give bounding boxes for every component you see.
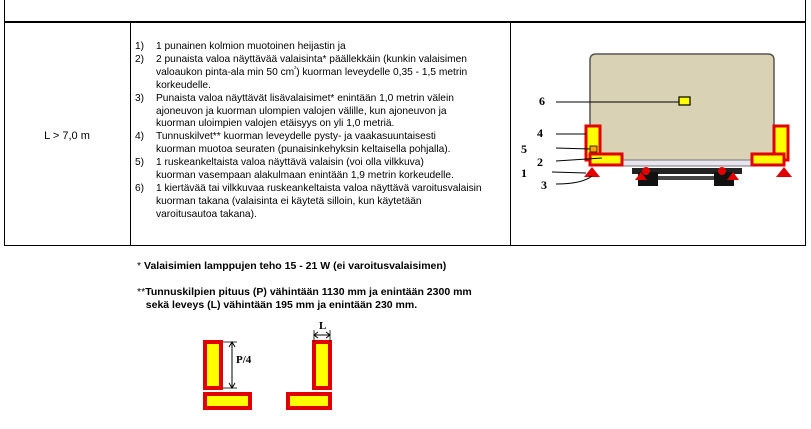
lamp-power-note: * Valaisimien lamppujen teho 15 - 21 W (…: [137, 260, 447, 272]
red-lamp-1: [642, 167, 650, 175]
plate-right-horizontal: [750, 152, 786, 167]
red-lamp-4: [727, 172, 739, 180]
load-outline: [589, 53, 775, 163]
red-lamp-2: [718, 167, 726, 175]
callout-4: 4: [537, 126, 543, 140]
l-width-label: L: [319, 320, 327, 332]
reflector-right: [776, 167, 792, 177]
vehicle-rear-diagram: [551, 53, 792, 186]
plate-left-horizontal: [588, 152, 624, 167]
list-item: 6) 1 kiertävää tai vilkkuvaa ruskeankelt…: [135, 182, 482, 220]
plate-dimension-diagram: [203, 330, 332, 410]
callout-2: 2: [537, 155, 543, 169]
callout-5: 5: [521, 142, 527, 156]
plate-size-note: **Tunnuskilpien pituus (P) vähintään 113…: [137, 286, 472, 311]
plate-vertical-a: [203, 340, 223, 390]
table-divider-1: [130, 22, 131, 246]
length-cell: L > 7,0 m: [44, 130, 90, 142]
axle: [658, 176, 714, 180]
requirements-table: [4, 22, 806, 246]
list-item: 5) 1 ruskeankeltaista valoa näyttävä val…: [135, 157, 454, 182]
list-item: 1) 1 punainen kolmion muotoinen heijasti…: [135, 41, 346, 52]
chassis: [632, 168, 742, 174]
red-lamp-3: [635, 172, 647, 180]
callout-3: 3: [541, 178, 547, 192]
table-top-band: [4, 0, 806, 22]
callout-6: 6: [539, 94, 545, 108]
list-item: 2) 2 punaista valoa näyttävää valaisinta…: [135, 53, 468, 91]
table-divider-2: [510, 22, 511, 246]
p-quarter-label: P/4: [236, 354, 252, 366]
plate-vertical-b: [312, 340, 332, 390]
wheel-right: [714, 172, 734, 186]
list-item: 3) Punaista valoa näyttävät lisävalaisim…: [135, 92, 454, 130]
plate-horizontal-a: [203, 392, 252, 410]
requirements-list: 1) 1 punainen kolmion muotoinen heijasti…: [135, 41, 505, 222]
bumper-bar: [603, 159, 765, 167]
amber-lamp: [589, 145, 598, 153]
callout-1: 1: [521, 166, 527, 180]
list-item: 4) Tunnuskilvet** kuorman leveydelle pys…: [135, 131, 451, 156]
table-top-rule: [4, 21, 806, 22]
warning-lamp: [678, 96, 691, 106]
reflector-left: [584, 167, 600, 177]
plate-horizontal-b: [286, 392, 332, 410]
